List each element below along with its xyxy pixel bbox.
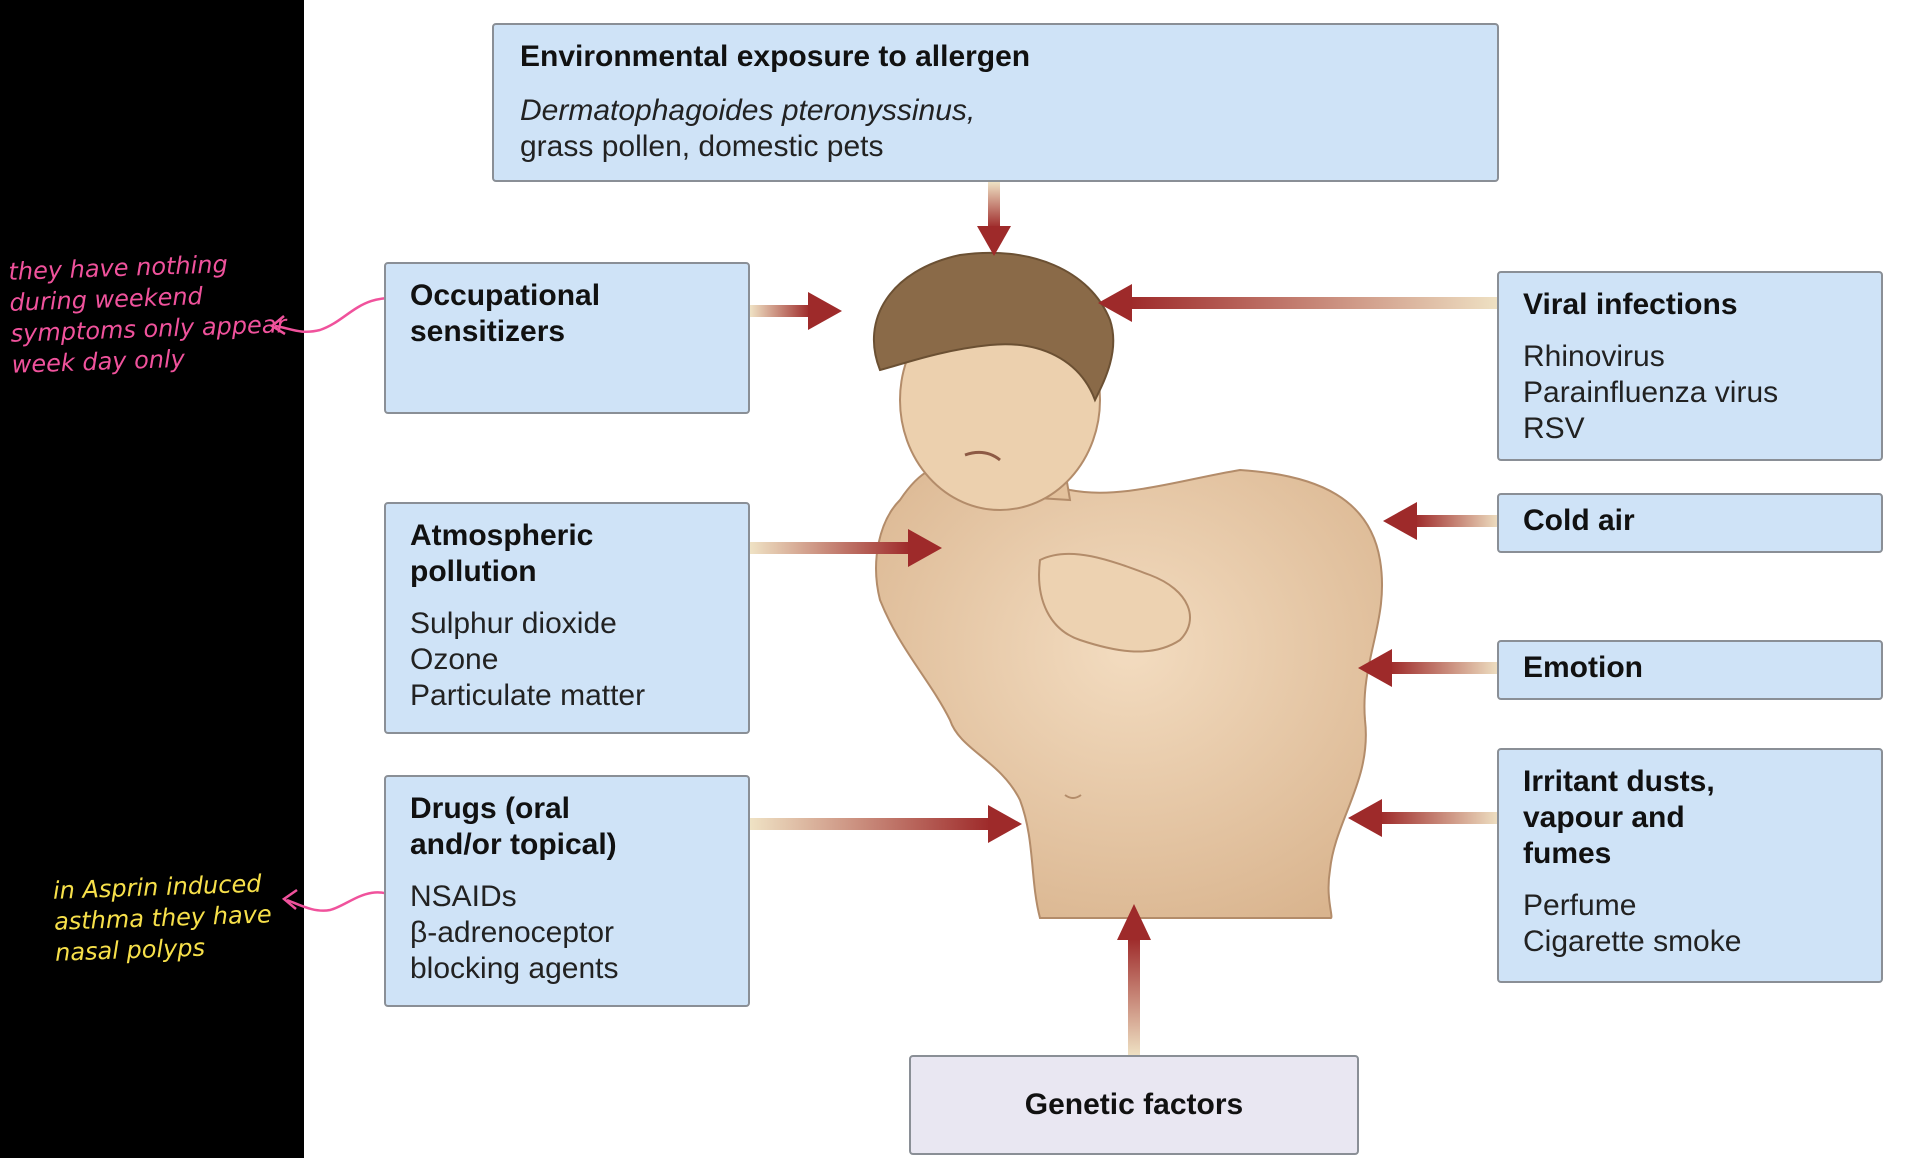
- arrow-viral: [1098, 284, 1500, 322]
- body-line: blocking agents: [410, 952, 619, 985]
- body-line: Particulate matter: [410, 679, 646, 712]
- box-body: Rhinovirus Parainfluenza virus RSV: [1523, 339, 1857, 447]
- box-title: Emotion: [1523, 651, 1643, 684]
- arrow-cold-air: [1383, 502, 1500, 540]
- person-figure: [872, 251, 1384, 919]
- body-line: Ozone: [410, 643, 499, 676]
- box-genetic-factors: Genetic factors: [909, 1055, 1359, 1155]
- box-irritant-dusts: Irritant dusts, vapour and fumes Perfume…: [1497, 748, 1883, 983]
- box-title: Drugs (oral and/or topical): [410, 792, 617, 861]
- arrow-environmental: [977, 182, 1011, 256]
- arrow-genetic: [1117, 904, 1151, 1056]
- body-line: β-adrenoceptor: [410, 916, 615, 949]
- box-title: Atmospheric pollution: [410, 519, 594, 588]
- box-occupational-sensitizers: Occupational sensitizers: [384, 262, 750, 414]
- box-body: Sulphur dioxide Ozone Particulate matter: [410, 606, 724, 714]
- body-line: grass pollen, domestic pets: [520, 130, 884, 163]
- annotation-aspirin-note: in Asprin induced asthma they have nasal…: [52, 869, 273, 967]
- box-title: Occupational sensitizers: [410, 279, 601, 348]
- body-line: Perfume: [1523, 889, 1637, 922]
- box-drugs: Drugs (oral and/or topical) NSAIDs β-adr…: [384, 775, 750, 1007]
- arrow-drugs: [750, 805, 1022, 843]
- body-line: Cigarette smoke: [1523, 925, 1742, 958]
- arrow-irritant: [1348, 799, 1500, 837]
- box-title: Viral infections: [1523, 288, 1738, 321]
- arrow-atmospheric: [750, 529, 942, 567]
- box-title: Irritant dusts, vapour and fumes: [1523, 765, 1715, 870]
- arrow-occupational: [750, 292, 842, 330]
- body-line: RSV: [1523, 412, 1585, 445]
- annotation-weekend-note: they have nothing during weekend symptom…: [7, 250, 287, 379]
- box-atmospheric-pollution: Atmospheric pollution Sulphur dioxide Oz…: [384, 502, 750, 734]
- body-line: Sulphur dioxide: [410, 607, 617, 640]
- box-emotion: Emotion: [1497, 640, 1883, 700]
- box-environmental-exposure: Environmental exposure to allergen Derma…: [492, 23, 1499, 182]
- box-title: Cold air: [1523, 504, 1635, 537]
- box-body: Perfume Cigarette smoke: [1523, 888, 1857, 960]
- box-body: Dermatophagoides pteronyssinus, grass po…: [520, 93, 1471, 165]
- arrow-emotion: [1358, 649, 1500, 687]
- box-title: Environmental exposure to allergen: [520, 40, 1031, 73]
- box-title: Genetic factors: [1024, 1088, 1244, 1121]
- body-line: Rhinovirus: [1523, 340, 1665, 373]
- body-line: Parainfluenza virus: [1523, 376, 1779, 409]
- box-viral-infections: Viral infections Rhinovirus Parainfluenz…: [1497, 271, 1883, 461]
- box-body: NSAIDs β-adrenoceptor blocking agents: [410, 879, 724, 987]
- body-line: Dermatophagoides pteronyssinus,: [520, 94, 976, 127]
- body-line: NSAIDs: [410, 880, 517, 913]
- box-cold-air: Cold air: [1497, 493, 1883, 553]
